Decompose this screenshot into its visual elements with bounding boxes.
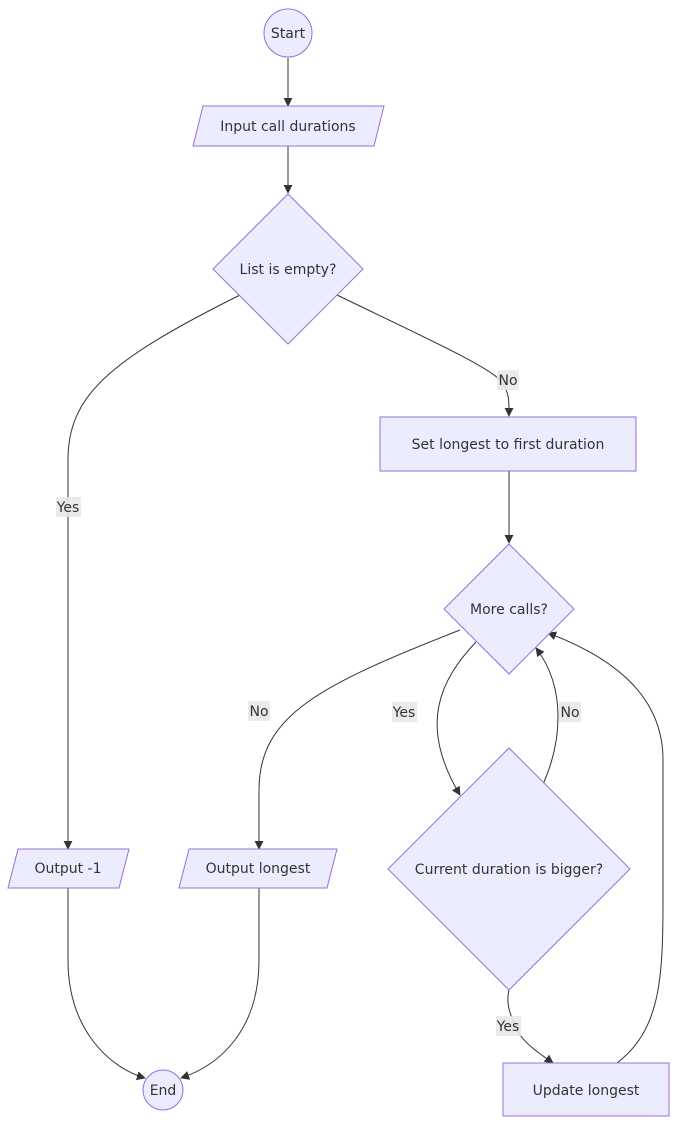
input-node: Input call durations bbox=[192, 105, 385, 147]
edge-more-calls-yes bbox=[436, 641, 477, 796]
bigger-check-node: Current duration is bigger? bbox=[387, 747, 631, 991]
edge-label-empty-yes-text: Yes bbox=[56, 500, 80, 516]
output-longest-node: Output longest bbox=[178, 848, 338, 889]
edge-label-bigger-yes-text: Yes bbox=[496, 1019, 520, 1035]
edge-label-bigger-yes: Yes bbox=[496, 1016, 521, 1036]
output-neg-node: Output -1 bbox=[7, 848, 130, 889]
edge-label-more-no: No bbox=[248, 701, 270, 721]
edge-more-calls-no bbox=[254, 629, 461, 850]
edges bbox=[63, 58, 664, 1081]
set-longest-node-label: Set longest to first duration bbox=[412, 437, 605, 453]
output-longest-node-label: Output longest bbox=[206, 861, 311, 877]
edge-label-bigger-no: No bbox=[559, 702, 581, 722]
edge-label-bigger-no-text: No bbox=[560, 705, 579, 721]
update-node-label: Update longest bbox=[533, 1083, 640, 1099]
start-node-label: Start bbox=[271, 26, 306, 42]
more-calls-node-label: More calls? bbox=[470, 602, 548, 618]
edge-output-neg-to-end bbox=[67, 888, 146, 1081]
update-node: Update longest bbox=[502, 1062, 670, 1117]
edge-label-more-no-text: No bbox=[249, 704, 268, 720]
set-longest-node: Set longest to first duration bbox=[379, 416, 637, 472]
more-calls-node: More calls? bbox=[443, 543, 575, 675]
edge-label-empty-no-text: No bbox=[498, 373, 517, 389]
edge-label-empty-yes: Yes bbox=[56, 497, 81, 517]
bigger-check-node-label: Current duration is bigger? bbox=[415, 862, 603, 878]
edge-labels: Yes No No Yes No Yes bbox=[56, 370, 581, 1036]
edge-empty-check-no bbox=[336, 294, 514, 417]
empty-check-node-label: List is empty? bbox=[240, 262, 337, 278]
edge-empty-check-yes bbox=[63, 294, 241, 850]
end-node: End bbox=[142, 1069, 184, 1111]
start-node: Start bbox=[263, 8, 313, 58]
end-node-label: End bbox=[150, 1083, 177, 1099]
edge-label-more-yes-text: Yes bbox=[392, 705, 416, 721]
input-node-label: Input call durations bbox=[220, 119, 355, 135]
edge-update-to-more-calls bbox=[547, 631, 664, 1064]
edge-output-longest-to-end bbox=[180, 888, 260, 1080]
edge-label-empty-no: No bbox=[497, 370, 519, 390]
nodes: Start Input call durations List is empty… bbox=[7, 8, 670, 1117]
empty-check-node: List is empty? bbox=[212, 193, 364, 345]
output-neg-node-label: Output -1 bbox=[34, 861, 101, 877]
edge-label-more-yes: Yes bbox=[392, 702, 417, 722]
edge-bigger-check-no bbox=[535, 647, 559, 783]
